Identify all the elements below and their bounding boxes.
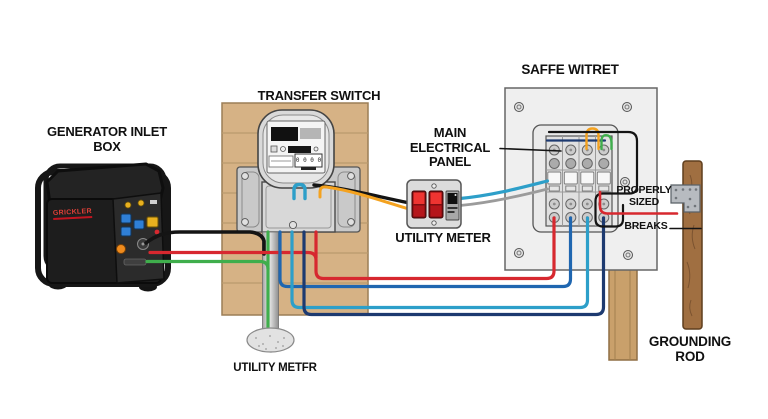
mounting-bracket <box>670 184 701 213</box>
label-main-electrical-panel: MAIN ELECTRICAL PANEL <box>402 125 498 170</box>
label-line: SIZED <box>629 195 659 208</box>
red-rocker-switches <box>411 190 444 219</box>
breaker-panel <box>504 87 658 271</box>
wire-meter-gray <box>458 187 549 207</box>
label-generator-inlet-box: GENERATOR INLET BOX <box>27 124 187 154</box>
breaker-switches <box>547 171 611 192</box>
generator-outlets <box>116 199 160 266</box>
wire-ground-black <box>547 130 639 228</box>
label-properly-sized: PROPERLY SIZED <box>616 184 672 209</box>
meter-head: 0 0 0 0 <box>257 109 335 189</box>
label-safe-panel: SAFFE WITRET <box>521 62 619 77</box>
label-line: PANEL <box>428 154 472 170</box>
wire-bond-red <box>598 190 679 215</box>
generator <box>35 162 171 292</box>
panel-support-post <box>608 267 638 361</box>
wire-generator-green <box>145 259 270 271</box>
wire-panel-green-hook <box>600 134 613 151</box>
wire-blue-feed <box>278 216 573 289</box>
meter-module <box>445 190 460 221</box>
label-line: MAIN <box>433 125 467 140</box>
label-line: ROD <box>675 349 705 365</box>
wire-generator-black <box>144 230 266 256</box>
label-utility-meter-pole: UTILITY METFR <box>233 362 317 374</box>
label-grounding-rod: GROUNDING ROD <box>640 334 740 364</box>
transfer-switch-device: 0 0 0 0 <box>236 109 361 233</box>
pole-base <box>246 327 295 353</box>
wire-navy-feed <box>302 216 606 317</box>
label-line: ELECTRICAL <box>409 139 491 155</box>
utility-meter-switch <box>406 179 462 229</box>
meter-register: 0 0 0 0 <box>296 157 322 164</box>
pointer-main-panel <box>499 147 562 152</box>
wires <box>144 127 702 333</box>
generator-brand-label: GRICKLER <box>52 207 93 221</box>
label-transfer-switch: TRANSFER SWITCH <box>257 88 381 103</box>
label-utility-meter: UTILITY METER <box>395 230 491 245</box>
panel-screws <box>514 102 633 260</box>
wire-red-feed <box>148 216 556 281</box>
wire-meter-teal <box>458 179 550 201</box>
wire-switch-orange <box>318 185 409 210</box>
wire-teal-feed <box>290 216 590 310</box>
wire-blue-loop <box>292 182 307 201</box>
label-line: PROPERLY <box>616 184 672 196</box>
label-breaks: BREAKS <box>624 220 668 232</box>
label-line: BOX <box>93 138 121 154</box>
mount-screws <box>241 172 355 226</box>
label-line: GROUNDING <box>648 334 732 349</box>
label-line: GENERATOR INLET <box>46 124 168 139</box>
